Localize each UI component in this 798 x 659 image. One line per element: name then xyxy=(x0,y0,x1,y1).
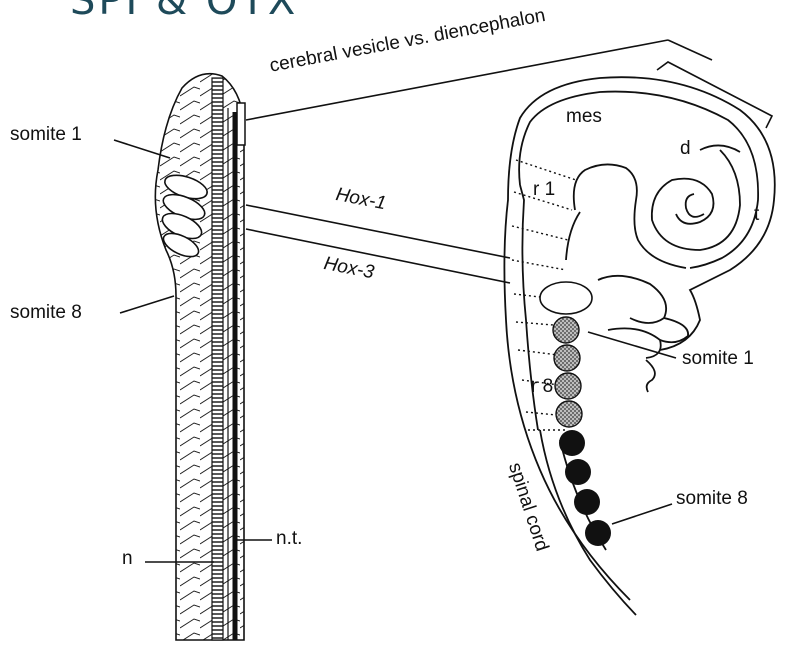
r1-label: r 1 xyxy=(533,179,555,201)
left-embryo-body xyxy=(155,74,244,640)
r8-label: r 8 xyxy=(531,376,553,398)
somite8-right-label: somite 8 xyxy=(676,488,748,510)
d-label: d xyxy=(680,138,691,160)
slide-title-fragment: SPI & OTX xyxy=(70,0,298,24)
mes-label: mes xyxy=(566,106,602,128)
notochord xyxy=(212,78,223,640)
connector-lines xyxy=(246,40,772,283)
notochord-label: n xyxy=(122,548,133,570)
t-label: t xyxy=(754,204,759,226)
neural-tube-label: n.t. xyxy=(276,528,302,550)
otic-vesicle xyxy=(540,282,592,314)
somite1-left-label: somite 1 xyxy=(10,124,82,146)
somite8-left-label: somite 8 xyxy=(10,302,82,324)
somite1-right-label: somite 1 xyxy=(682,348,754,370)
right-pointer-lines xyxy=(588,332,676,524)
